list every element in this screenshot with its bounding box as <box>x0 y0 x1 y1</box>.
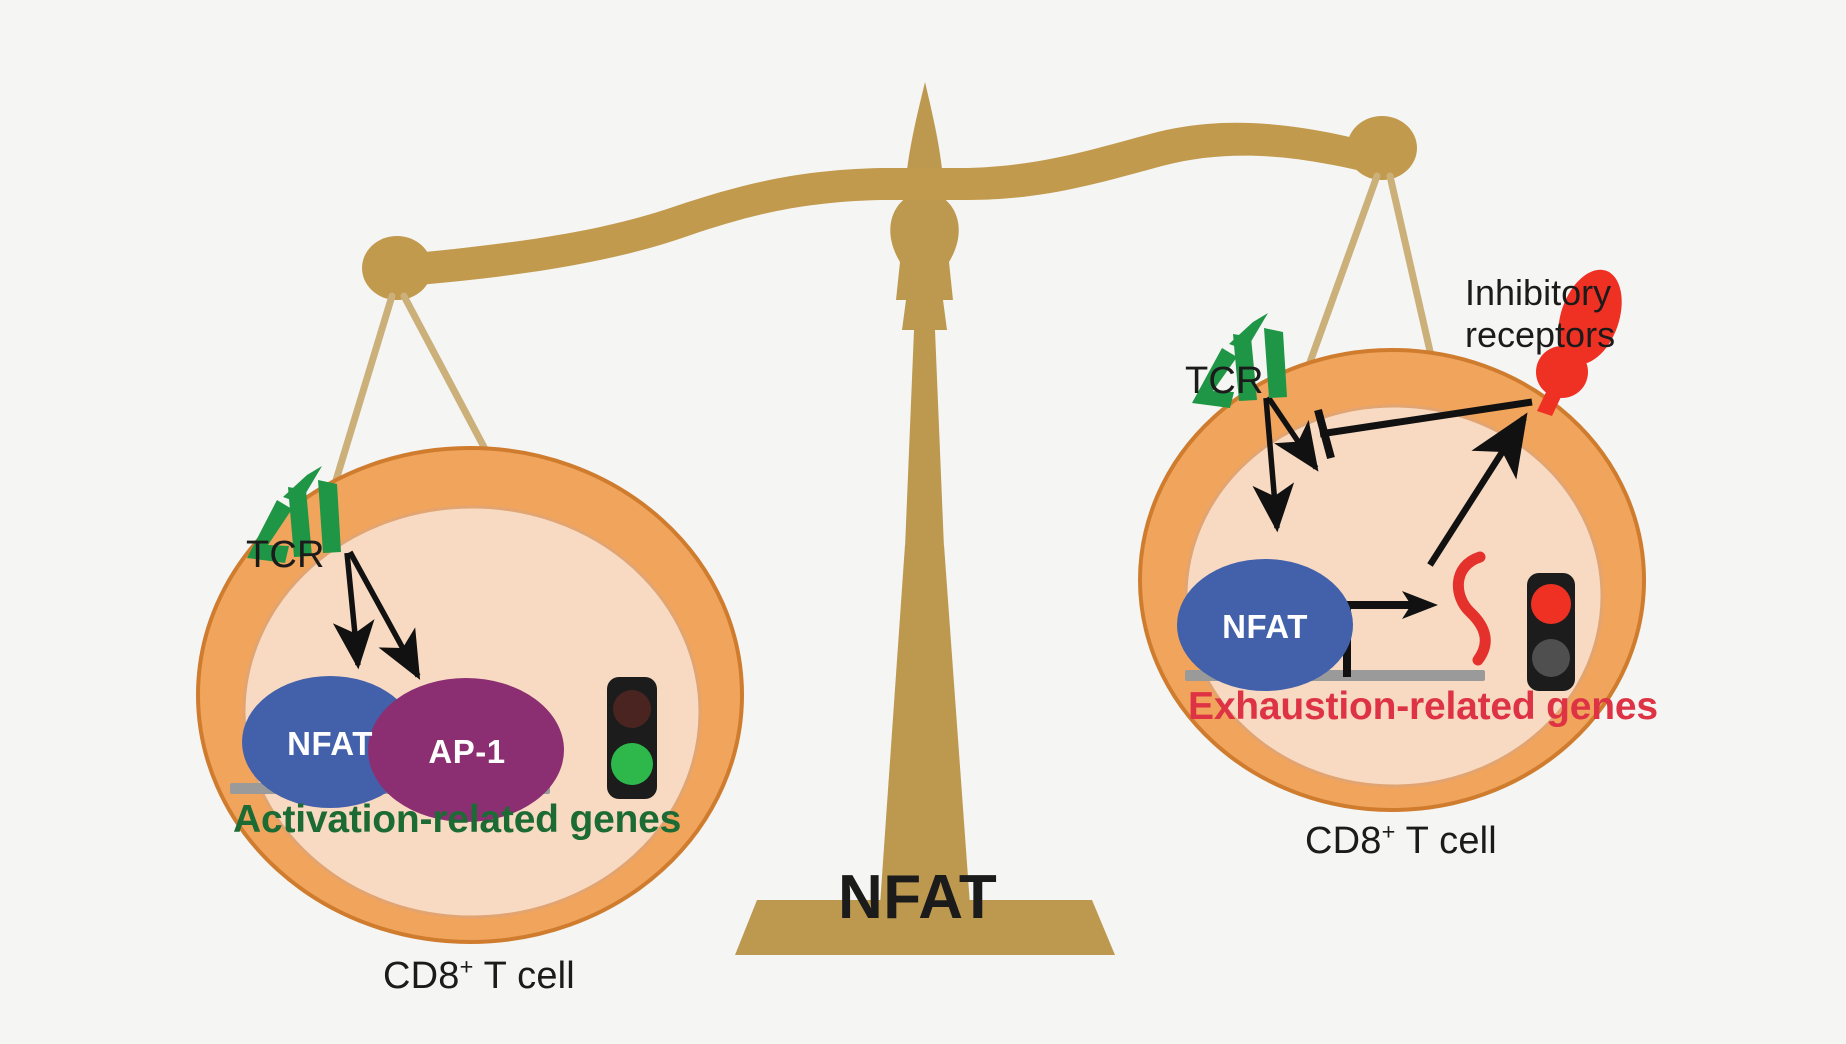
left-cell-label-text: CD8 <box>383 955 460 997</box>
right-cell-label: CD8+ T cell <box>1305 820 1497 863</box>
left-ap1-oval <box>368 678 564 822</box>
inhibitory-label-line1: Inhibitory <box>1465 272 1612 313</box>
arrow-tcr-to-ap1 <box>347 550 421 680</box>
inhibition-bar <box>1314 398 1533 460</box>
fulcrum-label: NFAT <box>838 863 998 932</box>
inhibitory-label-line2: receptors <box>1465 314 1616 356</box>
left-gene-label: Activation-related genes <box>233 798 682 841</box>
left-cell-label-sup: + <box>459 953 474 980</box>
arrow-rna-to-receptor <box>1427 412 1528 567</box>
beam-left-knob <box>362 236 432 300</box>
inhibitory-receptors-label: Inhibitory receptors <box>1465 272 1615 357</box>
left-traffic-light <box>607 677 657 799</box>
right-nfat-oval <box>1177 559 1353 691</box>
right-cell-label-text: CD8 <box>1305 820 1382 862</box>
arrow-tcr-to-nfat <box>332 552 375 670</box>
right-cell-label-tail: T cell <box>1395 820 1497 862</box>
right-nfat-label: NFAT <box>1222 608 1308 645</box>
left-cell-label: CD8+ T cell <box>383 955 575 998</box>
left-nfat-oval <box>242 676 418 808</box>
left-nfat-label: NFAT <box>287 725 373 762</box>
right-gene-label: Exhaustion-related genes <box>1188 685 1658 728</box>
right-tcr-label: TCR <box>1185 360 1264 402</box>
left-cd8-t-cell <box>196 446 744 944</box>
balance-stand <box>735 82 1115 955</box>
left-cell-label-tail: T cell <box>473 955 575 997</box>
right-tcr-icon <box>1192 313 1287 408</box>
balance-beam <box>362 116 1417 300</box>
rna-transcript <box>1453 551 1491 666</box>
right-traffic-light <box>1527 573 1575 691</box>
inhibitory-receptor-icon <box>1536 269 1622 416</box>
arrow-tcr-branch <box>1265 395 1319 472</box>
left-tcr-label: TCR <box>246 534 325 576</box>
left-ap1-label: AP-1 <box>428 733 506 770</box>
beam-right-knob <box>1347 116 1417 180</box>
left-tcr-icon <box>247 466 341 563</box>
arrow-tcr-to-nfat-right <box>1252 397 1295 533</box>
right-cd8-t-cell <box>1138 269 1646 812</box>
right-cell-label-sup: + <box>1381 818 1396 845</box>
